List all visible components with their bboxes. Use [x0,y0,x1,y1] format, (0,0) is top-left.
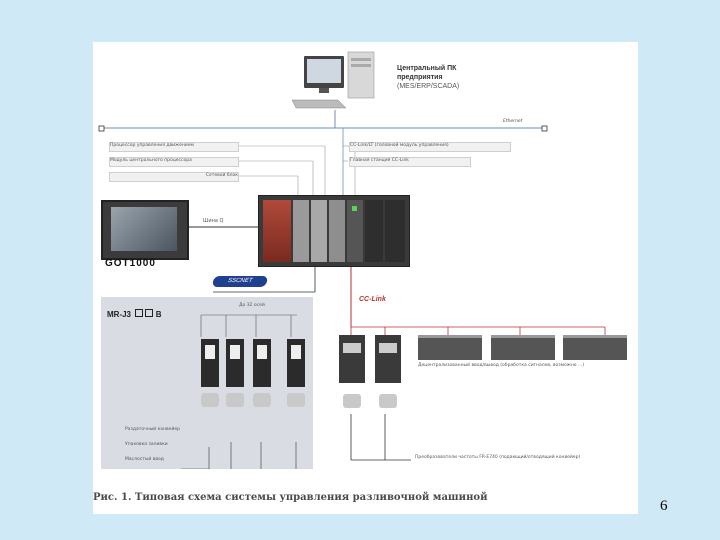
inverter-motor [379,394,397,408]
connection-lines [98,110,606,461]
io-label: Децентрализованный ввод/вывод (обработка… [418,363,585,368]
cpu-module [293,200,309,262]
inverter-panel [343,343,361,353]
inverter [339,335,365,383]
power-module [263,200,291,262]
ethernet-label: Ethernet [503,119,523,124]
label-network-block: Сетевой блок [109,172,239,182]
hmi-brand: GOT1000 [105,258,156,269]
servo-motor [226,393,244,407]
servo-motor [201,393,219,407]
inverter-label: Преобразователи частоты FR-E740 (подающи… [415,455,581,460]
servo-amplifier [226,339,244,387]
label-motion-processor: Процессор управления движением [109,142,239,152]
servo-motor [253,393,271,407]
inverter-panel [379,343,397,353]
bus-label: Шина Q [203,218,224,224]
central-pc-title: Центральный ПК предприятия (MES/ERP/SCAD… [397,64,459,91]
axes-note: До 32 осей [239,303,265,308]
servo-panel: MR-J3 B До 32 осей Раздаточный конвейер [101,297,313,469]
io-slot-2 [385,200,405,262]
label-cclink-lt: CC-Link/LT (головной модуль управления) [349,142,511,152]
sscnet-logo: SSCNET [211,276,269,287]
servo-amplifier [201,339,219,387]
hmi-screen [111,207,177,251]
remote-io-module [418,335,482,360]
servo-model-name: MR-J3 [107,310,132,319]
servo-motor [287,393,305,407]
remote-io-module [563,335,627,360]
servo-model: MR-J3 B [107,309,162,319]
legend-conveyor: Раздаточный конвейер [125,427,180,432]
computer-icon [291,51,375,109]
central-pc-title-line2: предприятия [397,74,443,81]
servo-amplifier [287,339,305,387]
sscnet-logo-text: SSCNET [227,278,253,284]
hmi-panel [101,200,189,260]
servo-display [230,345,240,359]
legend-packaging: Упаковка заливки [125,442,168,447]
servo-display [257,345,267,359]
remote-io-module [491,335,555,360]
diagram-image: Центральный ПК предприятия (MES/ERP/SCAD… [93,42,638,514]
servo-display [205,345,215,359]
servo-model-boxes [135,309,144,317]
label-cpu-module: Модуль центрального процессора [109,157,239,167]
plc-rack [258,195,410,267]
cclink-logo: CC-Link [359,296,386,303]
figure-caption: Рис. 1. Типовая схема системы управления… [93,492,488,503]
inverter-motor [343,394,361,408]
cclink-module [347,200,363,262]
central-pc-title-line1: Центральный ПК [397,65,457,72]
network-module [329,200,345,262]
servo-amplifier [253,339,271,387]
motion-module [311,200,327,262]
label-cclink-master: Главная станция CC-Link [349,157,471,167]
legend-input: Маслостый ввод [125,457,164,462]
servo-model-box-2 [145,309,154,317]
io-slot-1 [365,200,383,262]
central-pc-subtitle: (MES/ERP/SCADA) [397,83,460,90]
status-led [352,206,357,211]
page-number: 6 [660,498,668,514]
inverter [375,335,401,383]
servo-display [291,345,301,359]
servo-wiring [181,314,297,469]
central-pc [288,50,390,112]
servo-model-suffix: B [155,310,162,319]
